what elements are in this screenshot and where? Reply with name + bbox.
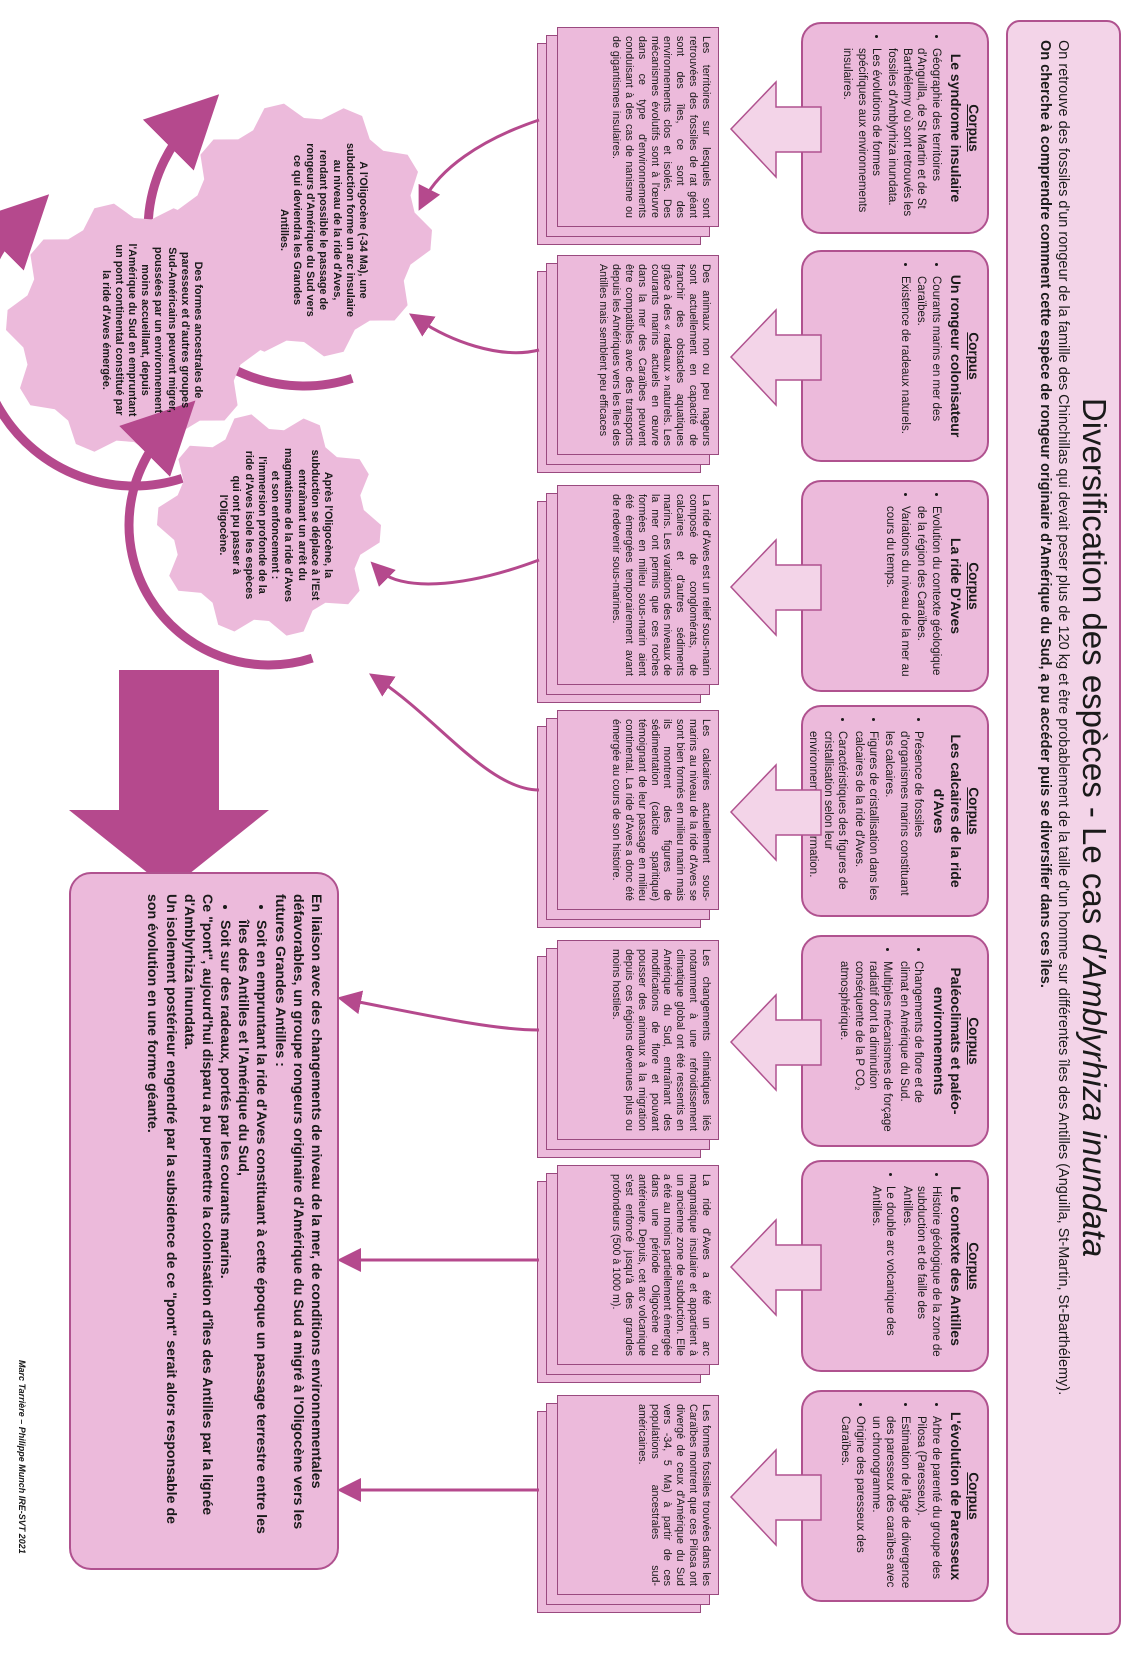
corpus-item: Présence de fossiles d'organismes marins… <box>882 731 925 905</box>
conclusion-bullet-radeaux: Soit sur des radeaux, portés par les cou… <box>216 920 234 1548</box>
corpus-heading: Corpus <box>966 104 981 152</box>
corpus-item: Evolution du contexte géologique de la r… <box>914 506 943 680</box>
document-stack-3: La ride d'Aves est un relief sous-marin … <box>537 485 719 703</box>
doc-text: La ride d'Aves est un relief sous-marin … <box>557 485 719 685</box>
doc-text: Les changements climatiques liés notamme… <box>557 940 719 1140</box>
conclusion-box: En liaison avec des changements de nivea… <box>69 872 339 1570</box>
corpus-heading: Corpus <box>966 787 981 835</box>
corpus-item: Estimation de l'âge de divergence des pa… <box>869 1416 912 1590</box>
document-stack-7: Les formes fossiles trouvées dans les Ca… <box>537 1395 719 1613</box>
corpus-heading: Corpus <box>966 562 981 610</box>
big-down-arrow <box>69 670 269 890</box>
document-stack-4: Les calcaires actuellement sous-marins a… <box>537 710 719 928</box>
corpus-heading: Corpus <box>966 332 981 380</box>
corpus-list: Evolution du contexte géologique de la r… <box>883 492 943 680</box>
corpus-item: Les évolutions de formes spécifiques aux… <box>840 48 883 222</box>
gear-text-2: Des formes ancestrales de paresseux et d… <box>99 243 204 417</box>
corpus-heading: Corpus <box>966 1017 981 1065</box>
document-stack-2: Des animaux non ou peu nageurs sont actu… <box>537 255 719 473</box>
conclusion-bullets: Soit en empruntant la ride d'Aves consti… <box>216 894 271 1548</box>
corpus-item: Multiples mécanismes de forçage radiatif… <box>837 961 895 1135</box>
down-arrow-3 <box>729 538 822 637</box>
connector-arrow-2 <box>409 313 540 355</box>
corpus-title: Le contexte des Antilles <box>948 1186 965 1346</box>
corpus-item: Histoire géologique de la zone de subduc… <box>900 1186 943 1360</box>
doc-text: Les formes fossiles trouvées dans les Ca… <box>557 1395 719 1595</box>
doc-text: La ride d'Aves a été un arc magmatique i… <box>557 1165 719 1365</box>
corpus-item: Arbre de parenté du groupe des Pilosa (P… <box>914 1416 943 1590</box>
doc-text: Les calcaires actuellement sous-marins a… <box>557 710 719 910</box>
gear-text-1: A l'Oligocène (-34 Ma), une subduction f… <box>277 143 369 317</box>
corpus-item: Changements de flore et de climat en Amé… <box>896 961 925 1135</box>
corpus-item: Existence de radeaux naturels. <box>898 276 912 450</box>
corpus-list: Arbre de parenté du groupe des Pilosa (P… <box>838 1402 943 1590</box>
conclusion-pont: Ce "pont", aujourd'hui disparu a pu perm… <box>180 894 215 1516</box>
corpus-list: Géographie des territoires d'Anguilla, d… <box>840 34 943 222</box>
document-stack-5: Les changements climatiques liés notamme… <box>537 940 719 1158</box>
corpus-item: Variations du niveau de la mer au cours … <box>883 506 912 680</box>
down-arrow-1 <box>729 80 822 179</box>
connector-arrow-1 <box>418 118 540 211</box>
connector-arrow-5 <box>337 990 540 1032</box>
corpus-item: Géographie des territoires d'Anguilla, d… <box>885 48 943 222</box>
credit: Marc Tarrière – Philippe Munch IRE-SVT 2… <box>17 1360 27 1554</box>
corpus-item: Figures de cristallisation dans les calc… <box>851 731 880 905</box>
document-stack-1: Les territoires sur lesquels sont retrou… <box>537 27 719 245</box>
down-arrow-5 <box>729 993 822 1092</box>
corpus-heading: Corpus <box>966 1242 981 1290</box>
title-subtitle-1: On retrouve des fossiles d'un rongeur de… <box>1055 40 1071 1396</box>
corpus-item: Origine des paresseux des Caraïbes. <box>838 1416 867 1590</box>
document-stack-6: La ride d'Aves a été un arc magmatique i… <box>537 1165 719 1383</box>
down-arrow-6 <box>729 1218 822 1317</box>
doc-text: Les territoires sur lesquels sont retrou… <box>557 27 719 227</box>
corpus-list: Courants marins en mer des Caraïbes.Exis… <box>898 262 943 450</box>
corpus-title: La ride D'Aves <box>948 537 965 635</box>
conclusion-bullet-ride: Soit en empruntant la ride d'Aves consti… <box>234 920 270 1548</box>
corpus-list: Changements de flore et de climat en Amé… <box>837 947 925 1135</box>
corpus-title: L'évolution de Paresseux <box>948 1411 965 1581</box>
down-arrow-4 <box>729 763 822 862</box>
down-arrow-2 <box>729 308 822 407</box>
page-title: Diversification des espèces - Le cas d'A… <box>1076 397 1113 1258</box>
corpus-item: Courants marins en mer des Caraïbes. <box>914 276 943 450</box>
corpus-list: Présence de fossiles d'organismes marins… <box>806 717 925 905</box>
down-arrow-7 <box>729 1448 822 1547</box>
conclusion-final: Un isolement postérieur engendré par la … <box>144 894 179 1525</box>
corpus-title: Les calcaires de la ride d'Aves <box>930 734 965 888</box>
gear-text-3: Après l'Oligocène, la subduction se dépl… <box>216 448 334 602</box>
corpus-list: Histoire géologique de la zone de subduc… <box>869 1172 943 1360</box>
title-box: Diversification des espèces - Le cas d'A… <box>1006 20 1121 1635</box>
corpus-title: Paléoclimats et paléo-environnements <box>930 967 965 1115</box>
corpus-heading: Corpus <box>966 1472 981 1520</box>
conclusion-intro: En liaison avec des changements de nivea… <box>271 894 324 1530</box>
doc-text: Des animaux non ou peu nageurs sont actu… <box>557 255 719 455</box>
connector-arrow-3 <box>370 558 540 587</box>
corpus-title: Le syndrome insulaire <box>948 53 965 203</box>
connector-arrow-4 <box>369 673 540 792</box>
corpus-item: Le double arc volcanique des Antilles. <box>869 1186 898 1360</box>
corpus-title: Un rongeur colonisateur <box>948 274 965 438</box>
title-subtitle-2: On cherche à comprendre comment cette es… <box>1037 40 1053 988</box>
